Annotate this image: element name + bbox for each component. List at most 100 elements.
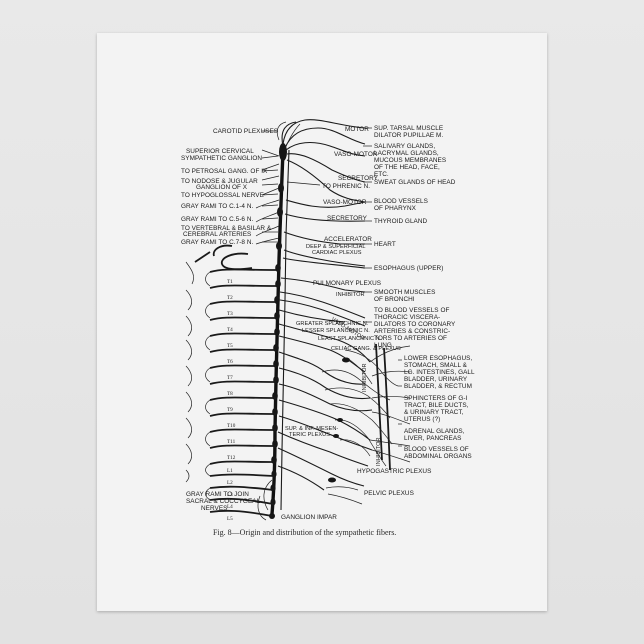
label-ganglion-impar: GANGLION IMPAR [281,514,337,521]
label-nodose: TO NODOSE & JUGULAR [181,178,258,185]
poster-sheet [97,33,547,611]
segment-label: L2 [227,480,233,486]
target-31: LIVER, PANCREAS [404,435,461,442]
label-vasomotor-1: VASO-MOTOR [334,151,378,158]
label-least-splanchnic: LEAST SPLANCHNIC N. [318,336,382,342]
label-greater-splanchnic: GREATER SPLANCHNIC N. [296,321,369,327]
segment-rami [205,268,277,521]
target-32: BLOOD VESSELS OF [404,446,469,453]
label-to-phrenic: TO PHRENIC N. [322,183,370,190]
label-gray-rami-join: GRAY RAMI TO JOIN [186,491,249,498]
label-secretory-2: SECRETORY [327,215,368,222]
segment-label: L3 [227,492,233,498]
segment-label: T10 [227,423,236,429]
segment-label: L4 [227,504,233,510]
target-21: LOWER ESOPHAGUS, [404,355,472,362]
label-teric-plexus: TERIC PLEXUS [289,432,330,438]
cranial-fibers [255,119,366,269]
segment-label: T6 [227,359,233,365]
label-inhibitor-2: INHIBITOR [362,363,368,392]
sympathetic-trunk [269,143,290,519]
target-24: BLADDER, URINARY [404,376,468,383]
target-16: THORACIC VISCERA- [374,314,440,321]
target-11: HEART [374,241,396,248]
segment-label: T4 [227,327,233,333]
label-sacral-coccygeal: SACRAL & COCCYGEAL [186,498,261,505]
target-19: TORS TO ARTERIES OF [374,335,447,342]
label-carotid-plexuses: CAROTID PLEXUSES [213,128,278,135]
target-7: SWEAT GLANDS OF HEAD [374,179,456,186]
label-pulmonary-plexus: PULMONARY PLEXUS [313,280,381,287]
target-23: LG. INTESTINES, GALL [404,369,475,376]
left-leader-lines [261,130,279,243]
target-12: ESOPHAGUS (UPPER) [374,265,443,272]
target-2: SALIVARY GLANDS, [374,143,435,150]
left-labels: CAROTID PLEXUSES SUPERIOR CERVICAL SYMPA… [181,128,278,512]
segment-label: T12 [227,455,236,461]
target-20: LUNG [374,342,392,349]
label-cardiac-plexus: CARDIAC PLEXUS [312,250,362,256]
target-18: ARTERIES & CONSTRIC- [374,328,450,335]
abdominal-fibers [277,323,411,505]
segment-label: T11 [227,439,236,445]
target-28: & URINARY TRACT, [404,409,464,416]
thoracic-fibers [278,277,366,327]
label-sympathetic-ganglion: SYMPATHETIC GANGLION [181,155,262,162]
target-30: ADRENAL GLANDS, [404,428,465,435]
target-15: TO BLOOD VESSELS OF [374,307,449,314]
target-13: SMOOTH MUSCLES [374,289,435,296]
label-gray-rami-c5-6: GRAY RAMI TO C.5-6 N. [181,216,253,223]
target-33: ABDOMINAL ORGANS [404,453,472,460]
target-26: SPHINCTERS OF G-I [404,395,468,402]
label-vasomotor-2: VASO-MOTOR [323,199,367,206]
target-9: OF PHARYNX [374,205,417,212]
label-inhibitor-1: INHIBITOR [336,292,365,298]
label-cerebral-arteries: CEREBRAL ARTERIES [183,231,251,238]
label-lesser-splanchnic: LESSER SPLANCHNIC N. [302,328,370,334]
label-gray-rami-c7-8: GRAY RAMI TO C.7-8 N. [181,239,253,246]
label-nerves: NERVES [201,505,227,512]
target-labels: SUP. TARSAL MUSCLE DILATOR PUPILLAE M. S… [374,125,475,460]
target-5: OF THE HEAD, FACE, [374,164,440,171]
segment-labels: T1 T2 T3 T4 T5 T6 T7 T8 T9 T10 T11 T12 L… [227,279,236,522]
segment-label: T8 [227,391,233,397]
target-17: DILATORS TO CORONARY [374,321,456,328]
figure-caption: Fig. 8—Origin and distribution of the sy… [213,528,396,537]
label-deep-superficial: DEEP & SUPERFICIAL [306,244,366,250]
segment-label: T1 [227,279,233,285]
label-petrosal: TO PETROSAL GANG. OF IX [181,168,268,175]
label-secretory-1: SECRETORY [338,175,379,182]
label-hypogastric-plexus: HYPOGASTRIC PLEXUS [357,468,431,475]
center-labels: TO PHRENIC N. DEEP & SUPERFICIAL CARDIAC… [281,183,431,521]
label-ganglion-x: GANGLION OF X [196,184,248,191]
target-1: DILATOR PUPILLAE M. [374,132,443,139]
target-0: SUP. TARSAL MUSCLE [374,125,443,132]
label-hypoglossal: TO HYPOGLOSSAL NERVE [181,192,264,199]
target-10: THYROID GLAND [374,218,428,225]
label-inhibitor-3: INHIBITOR [376,437,382,466]
label-celiac-gang: CELIAC GANG. & PLEXUS [331,346,401,352]
target-4: MUCOUS MEMBRANES [374,157,446,164]
target-14: OF BRONCHI [374,296,415,303]
segment-label: L1 [227,468,233,474]
label-accelerator: ACCELERATOR [324,236,372,243]
label-gray-rami-c1-4: GRAY RAMI TO C.1-4 N. [181,203,253,210]
segment-label: L5 [227,516,233,522]
label-motor: MOTOR [345,126,369,133]
target-6: ETC. [374,171,389,178]
label-superior-cervical: SUPERIOR CERVICAL [186,148,254,155]
target-3: LACRYMAL GLANDS, [374,150,439,157]
segment-label: T5 [227,343,233,349]
target-27: TRACT, BILE DUCTS, [404,402,469,409]
label-sup-inf-mesenteric: SUP. & INF. MESEN- [285,426,338,432]
label-vertebral: TO VERTEBRAL & BASILAR & [181,225,272,232]
target-22: STOMACH, SMALL & [404,362,468,369]
target-8: BLOOD VESSELS [374,198,428,205]
segment-label: T3 [227,311,233,317]
label-pelvic-plexus: PELVIC PLEXUS [364,490,414,497]
target-25: BLADDER, & RECTUM [404,383,472,390]
segment-label: T9 [227,407,233,413]
segment-label: T2 [227,295,233,301]
target-29: UTERUS (?) [404,416,440,423]
